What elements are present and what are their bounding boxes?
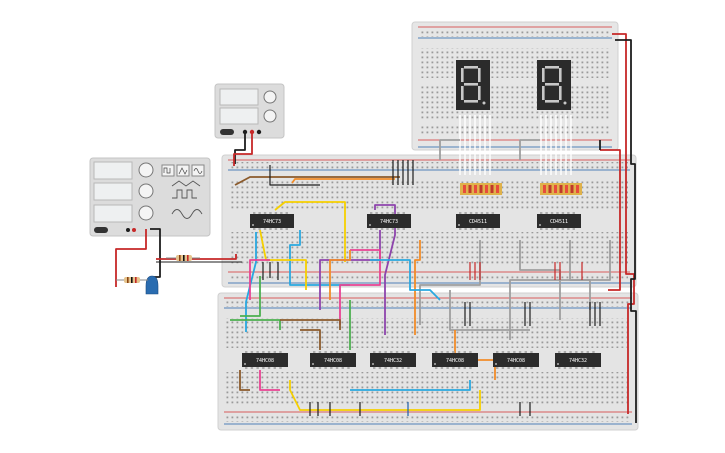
seven-segment-display-icon — [456, 60, 490, 110]
segment-a — [464, 66, 478, 69]
segment-e — [542, 86, 545, 100]
chip-label: CD4511 — [469, 219, 487, 225]
chip-label: 74HC08 — [507, 358, 525, 364]
chip-label: 74HC73 — [263, 219, 281, 225]
segment-g — [545, 83, 559, 86]
ic-chips: 74HC73 74HC73 CD4511 CD4511 74HC08 74HC08 74HC… — [242, 212, 601, 369]
segment-g — [464, 83, 478, 86]
ic-chip-c6[interactable]: 74HC08 — [310, 351, 356, 369]
dc-power-supply-icon[interactable] — [214, 83, 285, 139]
ic-chip-c5[interactable]: 74HC08 — [242, 351, 288, 369]
chip-label: 74HC08 — [324, 358, 342, 364]
chip-label: 74HC32 — [569, 358, 587, 364]
ic-chip-c4[interactable]: CD4511 — [537, 212, 581, 230]
ic-chip-c1[interactable]: 74HC73 — [250, 212, 294, 230]
segment-d — [464, 100, 478, 103]
breadboard-bottom[interactable] — [217, 292, 639, 431]
ic-chip-c9[interactable]: 74HC08 — [493, 351, 539, 369]
ic-chip-c2[interactable]: 74HC73 — [367, 212, 411, 230]
segment-a — [545, 66, 559, 69]
function-generator-icon[interactable] — [89, 157, 211, 237]
ic-chip-c10[interactable]: 74HC32 — [555, 351, 601, 369]
chip-label: 74HC08 — [446, 358, 464, 364]
segment-f — [542, 68, 545, 82]
resistor-icon[interactable] — [116, 277, 148, 283]
chip-label: 74HC32 — [384, 358, 402, 364]
seven-segment-display-icon — [537, 60, 571, 110]
segment-c — [559, 86, 562, 100]
chip-label: 74HC08 — [256, 358, 274, 364]
segment-e — [461, 86, 464, 100]
chip-label: CD4511 — [550, 219, 568, 225]
resistor-icon[interactable] — [166, 255, 200, 261]
ic-chip-c3[interactable]: CD4511 — [456, 212, 500, 230]
segment-f — [461, 68, 464, 82]
ic-chip-c8[interactable]: 74HC08 — [432, 351, 478, 369]
chip-label: 74HC73 — [380, 219, 398, 225]
resistor-array — [460, 183, 582, 195]
ic-chip-c7[interactable]: 74HC32 — [370, 351, 416, 369]
segment-d — [545, 100, 559, 103]
segment-c — [478, 86, 481, 100]
led-icon[interactable] — [145, 275, 159, 295]
segment-b — [478, 68, 481, 82]
segment-b — [559, 68, 562, 82]
breadboard-display[interactable] — [411, 21, 619, 151]
breadboard-main[interactable] — [221, 154, 637, 288]
